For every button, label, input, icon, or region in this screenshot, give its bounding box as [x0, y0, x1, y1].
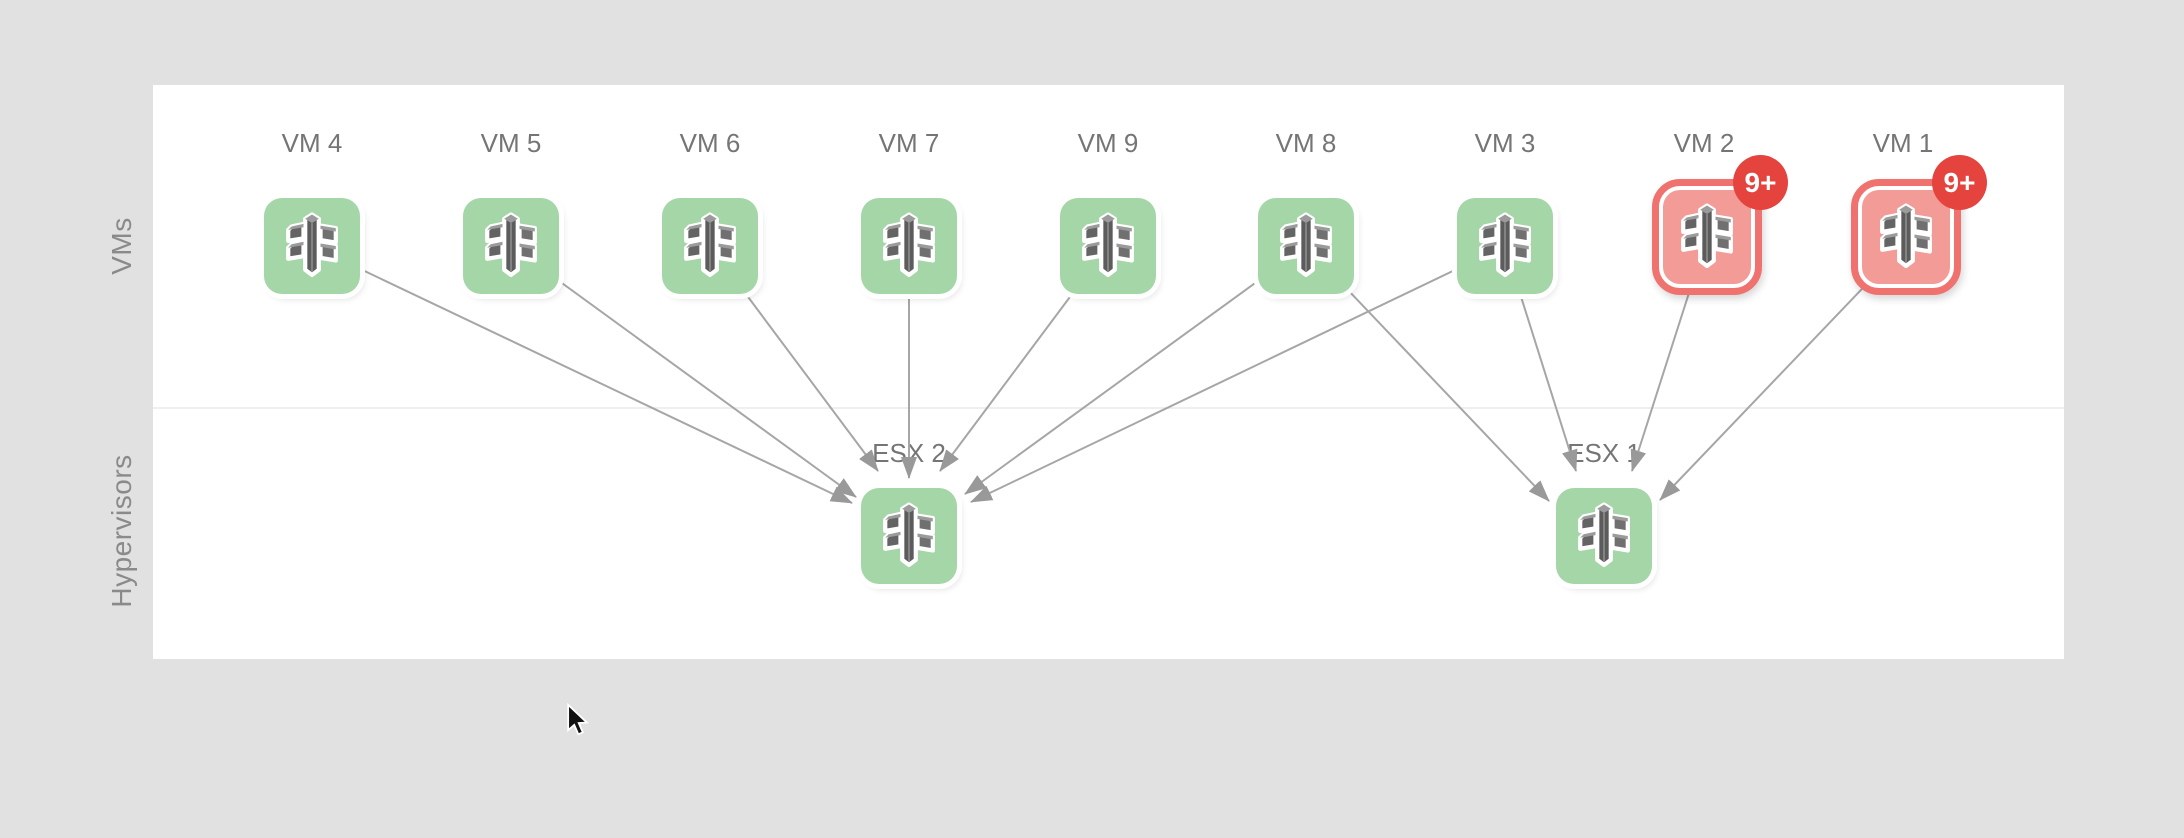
vm-icon [1280, 212, 1332, 278]
problem-count-badge-vm1[interactable]: 9+ [1932, 155, 1987, 210]
vm-icon [1479, 212, 1531, 278]
node-vm3[interactable] [1457, 198, 1553, 294]
node-vm5[interactable] [463, 198, 559, 294]
vm-icon [485, 212, 537, 278]
hypervisor-icon [1578, 502, 1630, 568]
node-vm9[interactable] [1060, 198, 1156, 294]
vm-icon [883, 212, 935, 278]
node-vm1[interactable] [1851, 179, 1961, 295]
row-divider [153, 407, 2064, 409]
node-vm7[interactable] [861, 198, 957, 294]
node-vm4[interactable] [264, 198, 360, 294]
mouse-cursor [567, 703, 589, 736]
vm-icon [684, 212, 736, 278]
vm-icon [286, 212, 338, 278]
node-esx2[interactable] [861, 488, 957, 584]
vm-icon [1880, 203, 1932, 269]
node-esx1[interactable] [1556, 488, 1652, 584]
node-vm6[interactable] [662, 198, 758, 294]
vm-icon [1681, 203, 1733, 269]
problem-node-body [1862, 190, 1950, 284]
vm-icon [1082, 212, 1134, 278]
row-label-vms: VMs [106, 217, 137, 275]
problem-count-badge-vm2[interactable]: 9+ [1733, 155, 1788, 210]
problem-node-body [1663, 190, 1751, 284]
node-vm8[interactable] [1258, 198, 1354, 294]
hypervisor-icon [883, 502, 935, 568]
row-label-hypervisors: Hypervisors [106, 454, 137, 608]
